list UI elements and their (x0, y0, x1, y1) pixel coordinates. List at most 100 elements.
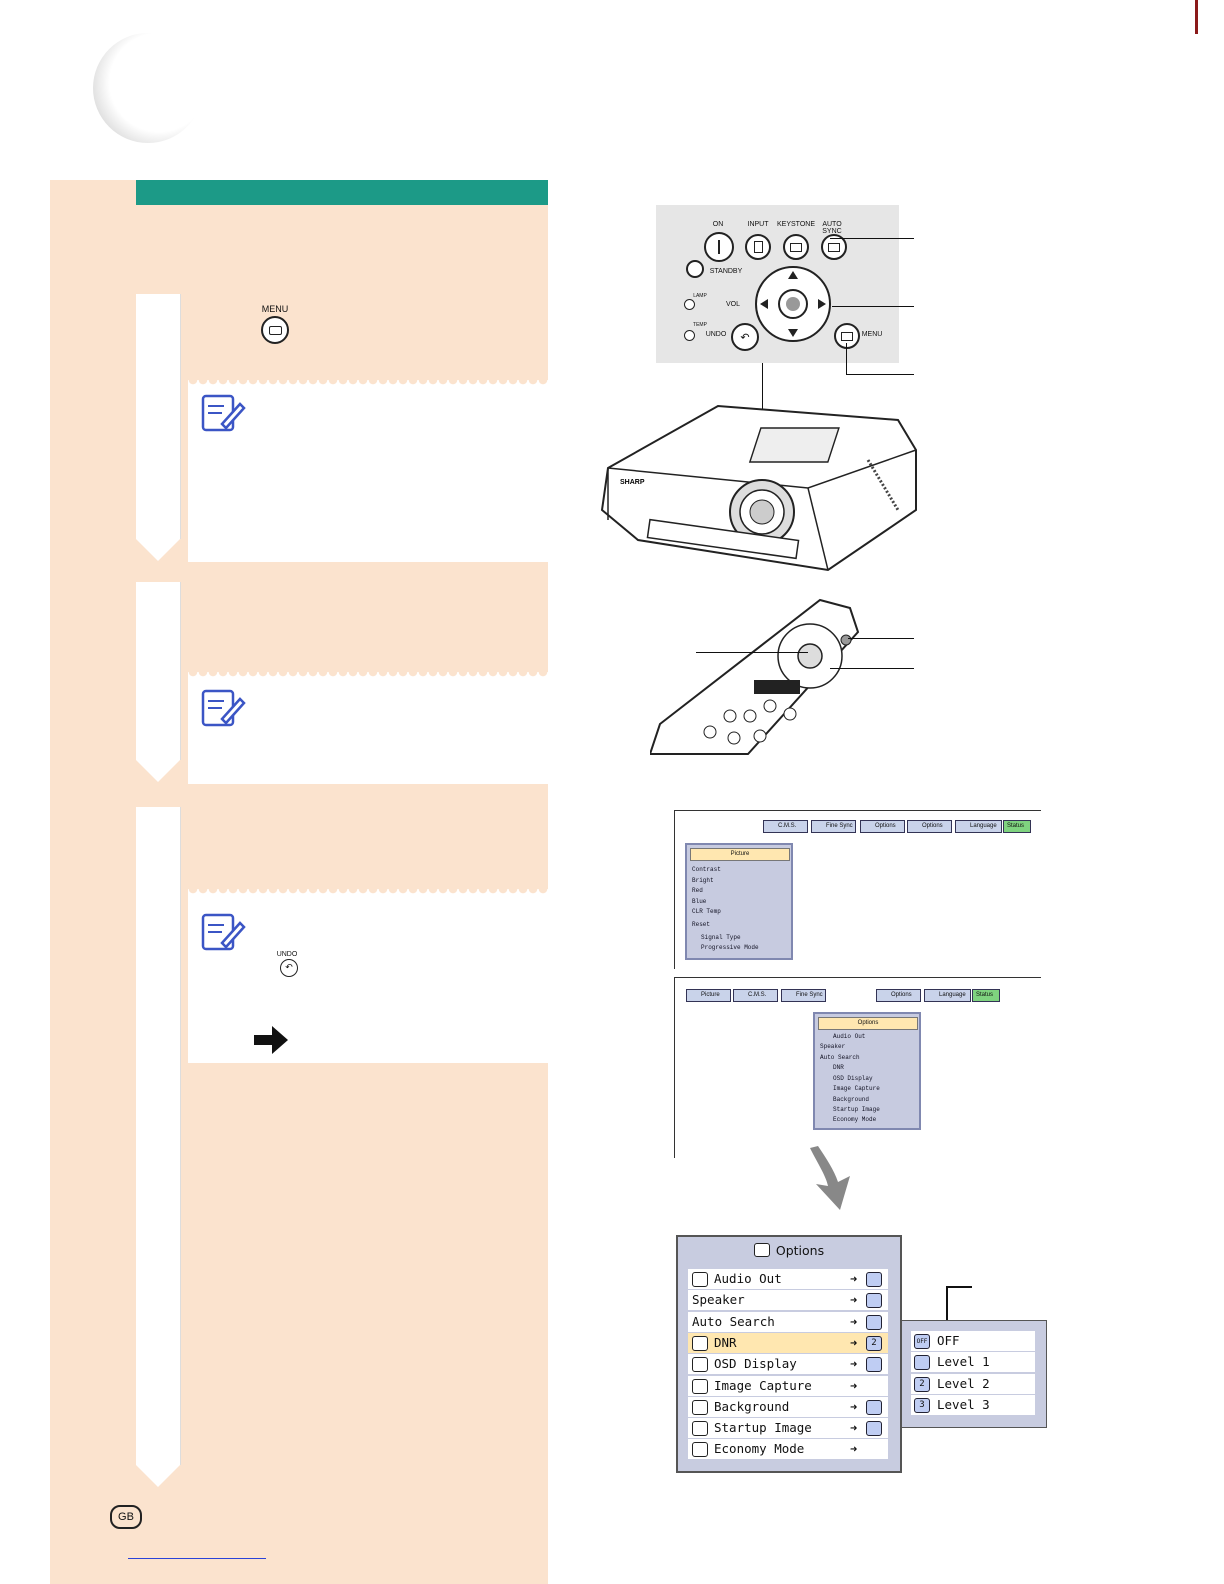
arrow-right-icon: ➜ (850, 1399, 858, 1414)
leader-line (848, 638, 914, 639)
menu-row: CLR Temp (692, 908, 721, 915)
osd-screen-top (674, 810, 1041, 969)
input-button[interactable] (745, 234, 771, 260)
power-on-button[interactable] (704, 232, 734, 262)
arrow-right-icon: ➜ (850, 1378, 858, 1393)
menu-row: Blue (692, 898, 707, 905)
undo-button-icon: ↶ (280, 959, 298, 977)
options-row-label: Audio Out (714, 1271, 782, 1286)
menu-row: Red (692, 887, 703, 894)
options-row[interactable]: OSD Display➜ (688, 1354, 888, 1376)
osd-icon (692, 1357, 708, 1373)
note-pencil-icon (201, 689, 246, 727)
keystone-button[interactable] (783, 234, 809, 260)
options-row-label: Background (714, 1398, 790, 1414)
leader-line (832, 306, 914, 307)
menu-title-bar: Options (818, 1017, 918, 1030)
dnr-level-label: Level 1 (937, 1354, 990, 1370)
note-pencil-icon (201, 394, 246, 432)
options-title-text: Options (775, 1243, 825, 1258)
options-row-label: DNR (714, 1334, 737, 1350)
options-menu: Options Audio Out➜Speaker➜Auto Search➜DN… (676, 1235, 902, 1473)
lamp-indicator (684, 299, 695, 310)
menu-row: Background (833, 1096, 870, 1103)
osd-tab: Language (955, 820, 1002, 833)
menu-row: Startup Image (833, 1106, 880, 1113)
temp-indicator (684, 330, 695, 341)
menu-row: Economy Mode (833, 1116, 877, 1123)
options-row[interactable]: Image Capture➜ (688, 1375, 888, 1397)
options-row[interactable]: Speaker ➜ (688, 1290, 888, 1312)
s-icon (692, 1421, 708, 1437)
options-row-label: Speaker (692, 1292, 745, 1308)
note-pencil-icon (201, 913, 246, 951)
leader-line (762, 363, 763, 439)
standby-button[interactable] (686, 260, 704, 278)
dnr-level-label: Level 2 (937, 1375, 990, 1391)
osd-tab: C.M.S. (733, 989, 778, 1002)
options-row[interactable]: Auto Search ➜ (688, 1311, 888, 1333)
undo-label: UNDO (705, 331, 727, 338)
options-menu-title: Options (678, 1243, 900, 1263)
menu-row: Bright (692, 877, 714, 884)
dnr-level-option[interactable]: Level 1 (911, 1352, 1035, 1374)
arrow-right-icon: ➜ (850, 1335, 858, 1350)
osd-tab: Language (924, 989, 971, 1002)
step-1-tab (136, 294, 181, 561)
leader-line (846, 343, 847, 374)
chapter-circle (93, 33, 203, 143)
step-2-tab (136, 582, 181, 782)
options-row[interactable]: DNR➜2 (688, 1332, 888, 1354)
osd-tab: Options (860, 820, 905, 833)
level-icon: 2 (914, 1376, 930, 1392)
leader-line (696, 652, 808, 653)
options-row-label: Economy Mode (714, 1441, 805, 1457)
osd-tab: Picture (686, 989, 731, 1002)
step-3-tab (136, 807, 181, 1487)
section-header-bar (136, 180, 548, 205)
options-row[interactable]: Audio Out➜ (688, 1269, 888, 1290)
dnr-level-option[interactable]: 2 Level 2 (911, 1373, 1035, 1395)
svg-text:SHARP: SHARP (620, 479, 645, 486)
options-row-label: Auto Search (692, 1313, 775, 1329)
value-icon (866, 1357, 882, 1373)
options-row[interactable]: Startup Image➜ (688, 1418, 888, 1440)
direction-pad-icon[interactable] (754, 265, 832, 343)
menu-row: Signal Type (701, 934, 741, 941)
menu-button[interactable] (834, 323, 860, 349)
speaker-icon (692, 1272, 708, 1287)
options-row[interactable]: Economy Mode➜ (688, 1439, 888, 1461)
osd-tab: Fine Sync (781, 989, 826, 1002)
note-box-1 (188, 380, 548, 562)
value-icon (866, 1314, 882, 1330)
osd-tab-status: Status (972, 989, 1000, 1002)
leader-line (830, 668, 914, 669)
options-row[interactable]: Background ➜ (688, 1396, 888, 1418)
lamp-label: LAMP (693, 293, 707, 299)
leader-line (830, 238, 914, 239)
undo-button[interactable]: ↶ (731, 323, 759, 351)
arrow-right-icon: ➜ (850, 1314, 858, 1329)
options-row-label: Startup Image (714, 1420, 812, 1436)
options-icon (753, 1243, 770, 1257)
osd-tab: Options (907, 820, 952, 833)
bracket-line (946, 1286, 948, 1320)
level-icon (914, 1355, 930, 1371)
remote-control-illustration (650, 598, 860, 755)
menu-row: Reset (692, 921, 711, 928)
projector-illustration: SHARP (600, 404, 917, 572)
leader-line (846, 374, 914, 375)
osd-tab: Options (876, 989, 921, 1002)
osd-tab: Fine Sync (811, 820, 856, 833)
value-icon (866, 1421, 882, 1437)
arrow-right-icon: ➜ (850, 1293, 858, 1308)
dnr-icon (692, 1335, 708, 1351)
menu-row: Contrast (692, 866, 721, 873)
capture-icon (692, 1378, 708, 1394)
leaf-icon (692, 1442, 708, 1458)
dnr-level-label: Level 3 (937, 1396, 990, 1412)
curved-arrow-down-icon (810, 1146, 850, 1210)
